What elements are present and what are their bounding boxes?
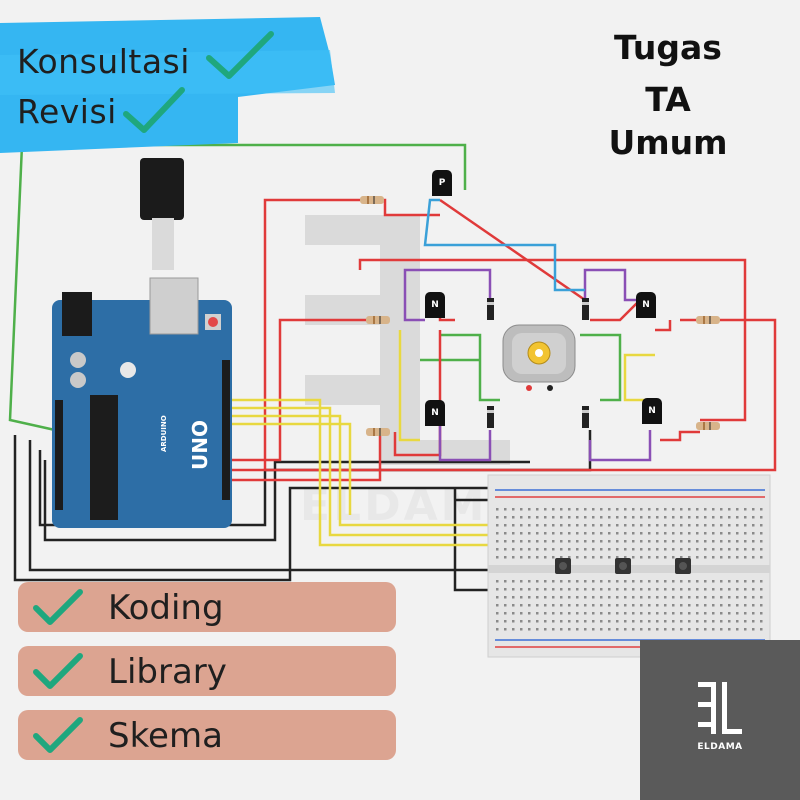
transistor: N: [636, 292, 656, 318]
resistor: [360, 196, 384, 204]
transistor-type-label: N: [431, 408, 439, 418]
transistor: N: [642, 398, 662, 424]
checklist-item-library: Library: [18, 646, 396, 696]
diode: [487, 406, 494, 428]
push-button: [615, 558, 631, 574]
eldama-logo-mark: [698, 682, 742, 734]
resistor: [696, 422, 720, 430]
transistor-type-label: N: [642, 300, 650, 310]
arduino-brand-label: ARDUINO: [160, 415, 168, 452]
red-wires: [230, 198, 777, 482]
transistor: N: [425, 292, 445, 318]
banner-line-konsultasi: Konsultasi: [17, 42, 190, 81]
banner-line-revisi: Revisi: [17, 92, 117, 131]
resistor: [696, 316, 720, 324]
transistor-type-label: N: [648, 406, 656, 416]
resistor: [366, 428, 390, 436]
check-icon: [206, 31, 274, 79]
title-line-umum: Umum: [608, 123, 728, 162]
diode: [582, 298, 589, 320]
arduino-board: [52, 158, 232, 528]
diode: [487, 298, 494, 320]
check-icon: [33, 717, 83, 753]
title-line-ta: TA: [645, 80, 691, 119]
dc-motor: [502, 324, 576, 391]
transistor: N: [425, 400, 445, 426]
check-icon: [33, 653, 83, 689]
arduino-model-label: UNO: [188, 420, 212, 470]
blue-wires: [423, 198, 585, 292]
checklist-label: Skema: [108, 716, 223, 756]
resistor: [366, 316, 390, 324]
eldama-logo-text: ELDAMA: [697, 742, 743, 752]
check-icon: [123, 87, 185, 133]
checklist-label: Koding: [108, 588, 224, 628]
checklist-label: Library: [108, 652, 227, 692]
check-icon: [33, 589, 83, 625]
eldama-logo: ELDAMA: [640, 640, 800, 800]
breadboard-holes: [496, 508, 763, 631]
transistor-type-label: N: [431, 300, 439, 310]
checklist-item-skema: Skema: [18, 710, 396, 760]
purple-wires: [403, 268, 652, 462]
transistor: P: [432, 170, 452, 196]
push-button: [675, 558, 691, 574]
push-button: [555, 558, 571, 574]
title-line-tugas: Tugas: [614, 28, 722, 67]
background-e-logo: [305, 215, 510, 465]
diode: [582, 406, 589, 428]
checklist-item-koding: Koding: [18, 582, 396, 632]
transistor-type-label: P: [438, 178, 446, 188]
